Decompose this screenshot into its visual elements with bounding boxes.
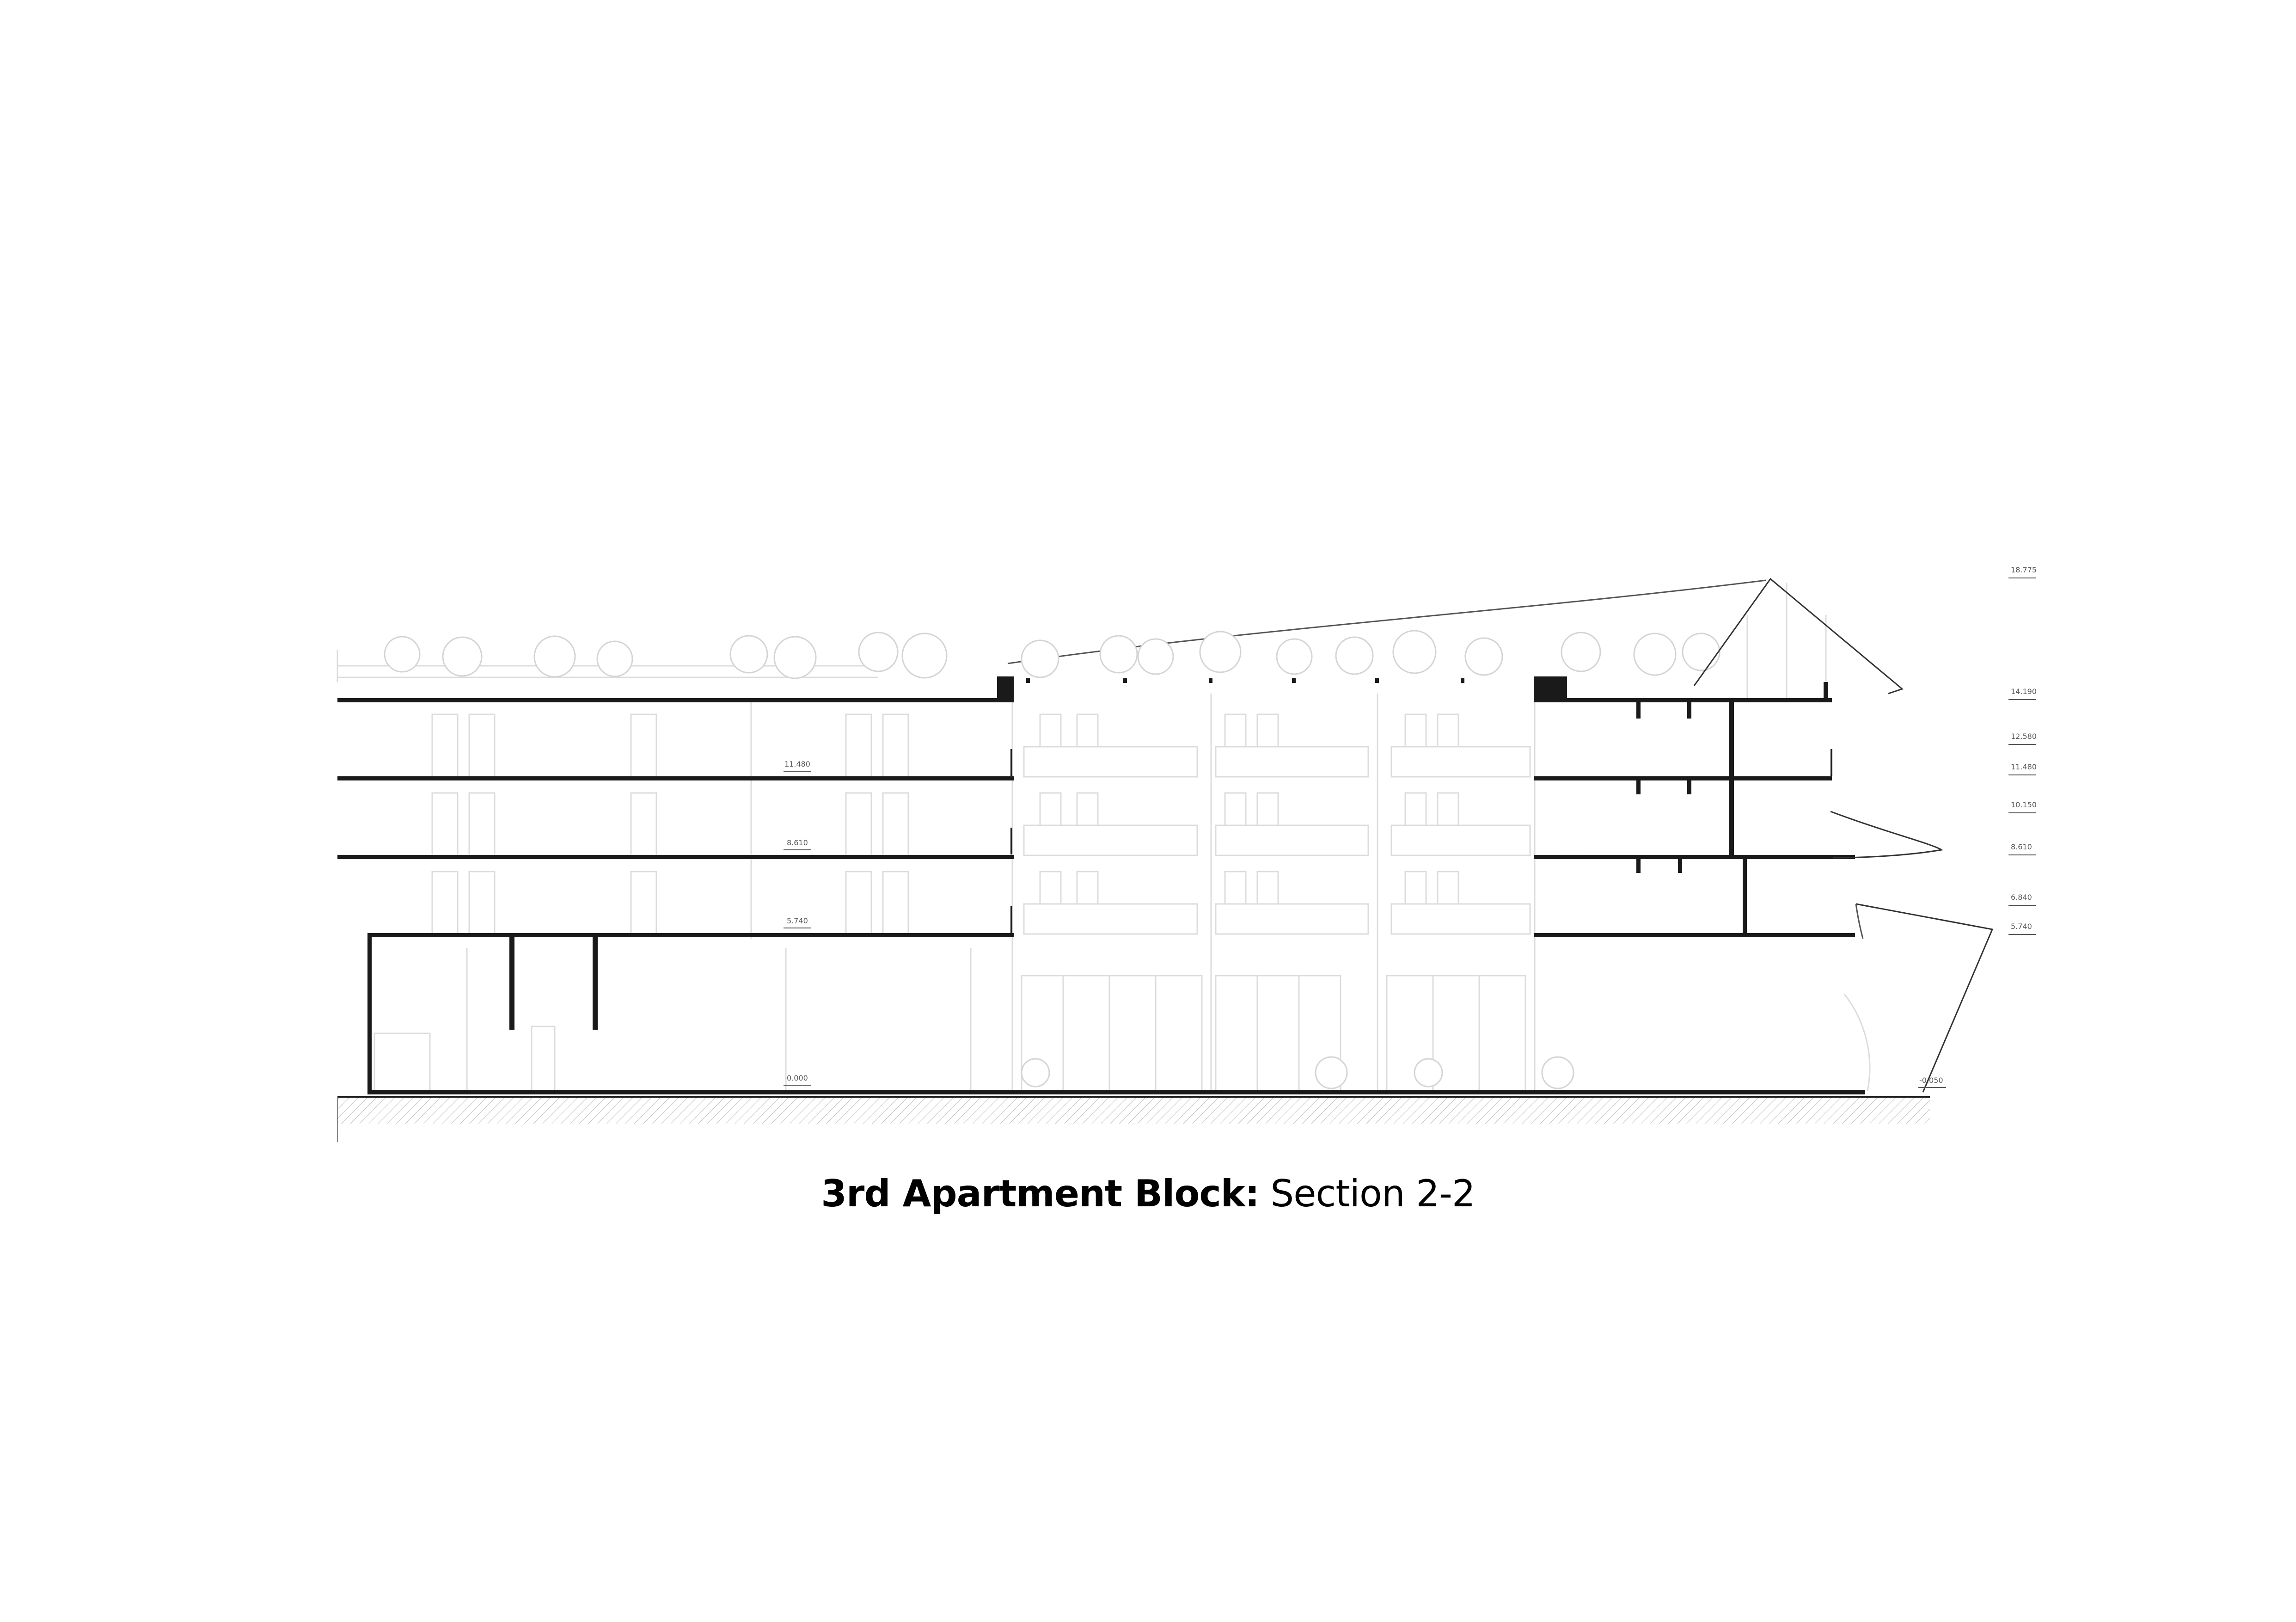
level-label-inline-5740: 5.740	[787, 916, 808, 925]
caption-subtitle: Section 2-2	[1270, 1172, 1475, 1215]
slab-ground	[367, 1090, 1865, 1094]
level-label-8610: 8.610	[2011, 842, 2032, 851]
level-label-5740: 5.740	[2011, 922, 2032, 931]
level-label-6840: 6.840	[2011, 893, 2032, 902]
drawing-caption: 3rd Apartment Block: Section 2-2	[0, 1172, 2296, 1215]
level-label-18775: 18.775	[2011, 565, 2037, 574]
slab-roof-right	[1534, 698, 1832, 702]
background-elevation	[337, 579, 1871, 1092]
level-label-inline-8610: 8.610	[787, 838, 808, 847]
slab-level-2-left	[367, 933, 1014, 937]
caption-title: 3rd Apartment Block:	[821, 1172, 1260, 1215]
level-label-14190: 14.190	[2011, 687, 2037, 696]
level-label-inline-11480: 11.480	[784, 760, 810, 768]
roof-trees	[384, 630, 1720, 1089]
level-label-10150: 10.150	[2011, 800, 2037, 809]
slab-level-4-left	[337, 776, 1014, 780]
gable-roof	[1693, 578, 1994, 1093]
level-markers-inline	[784, 771, 1946, 1088]
slab-level-3-left	[337, 855, 1014, 859]
level-markers-right	[2008, 578, 2036, 935]
slab-level-4-right	[1534, 776, 1832, 780]
slab-roof-left	[337, 698, 1014, 702]
ground	[337, 1096, 1930, 1142]
level-label-12580: 12.580	[2011, 732, 2037, 741]
level-label-inline-0000: 0.000	[787, 1074, 808, 1082]
level-label-ground-right: -0.050	[1919, 1076, 1943, 1085]
section-cut	[337, 676, 1865, 1094]
slab-level-3-right	[1534, 855, 1855, 859]
level-label-11480: 11.480	[2011, 762, 2037, 771]
slab-level-2-right	[1534, 933, 1855, 937]
